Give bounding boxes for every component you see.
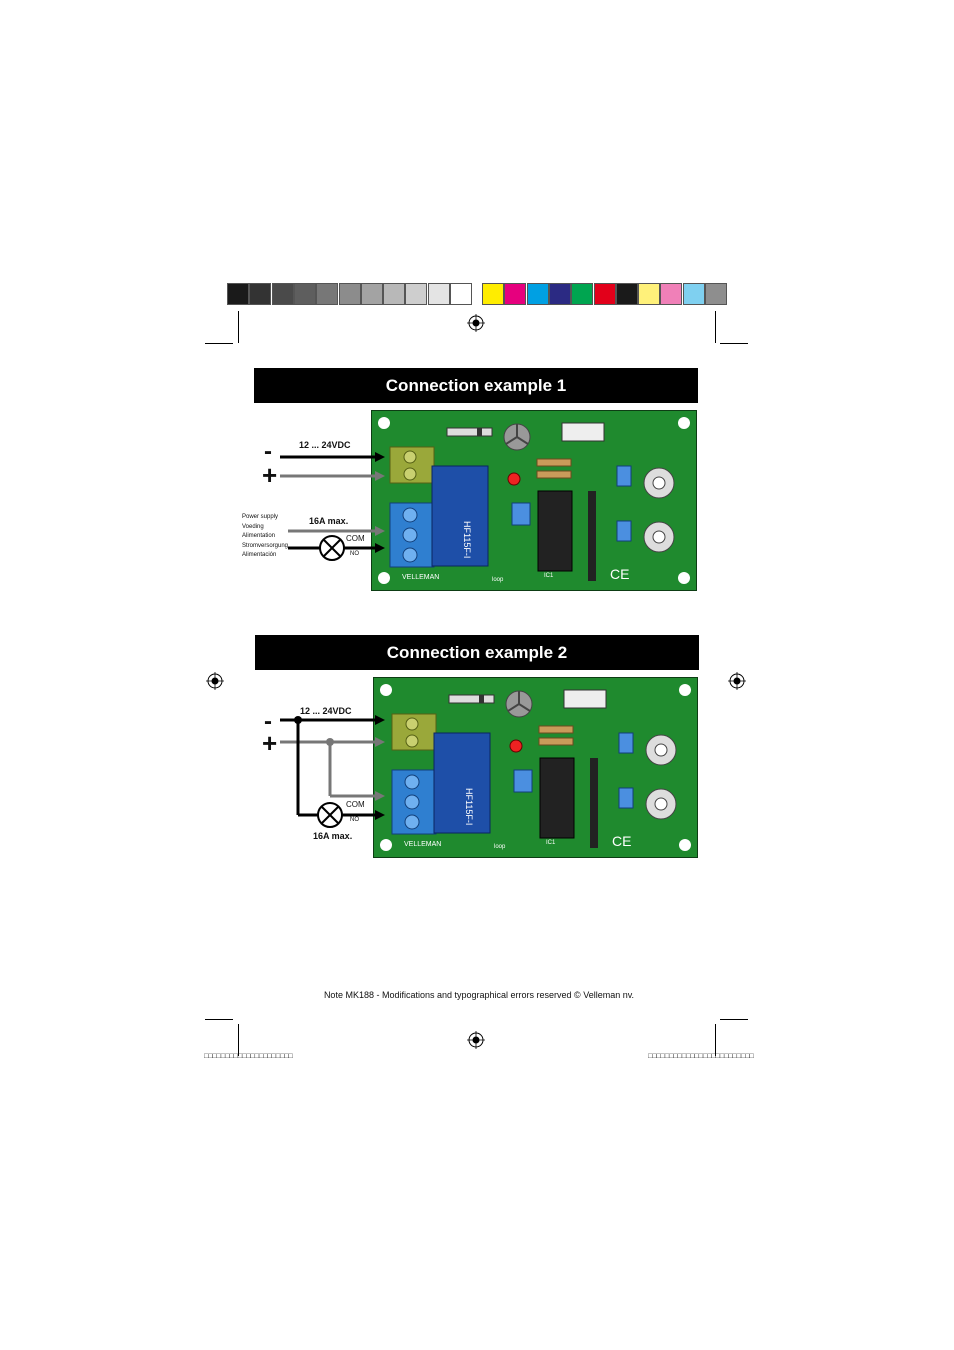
color-swatch <box>526 283 549 305</box>
crop-mark <box>720 343 748 344</box>
registration-mark-icon <box>467 1031 485 1049</box>
footer-code-right: □□□□□□□□□□□□□□□□□□□□□□□□□ <box>648 1053 754 1060</box>
grey-swatch <box>450 283 472 305</box>
color-swatch <box>593 283 616 305</box>
registration-mark-icon <box>728 672 746 690</box>
color-swatch <box>482 283 504 305</box>
com-label: COM <box>346 534 365 543</box>
grey-swatch <box>316 283 339 305</box>
footer-code-left: □□□□□□□□□□□□□□□□□□□□□ <box>204 1053 293 1060</box>
svg-text:VELLEMAN: VELLEMAN <box>402 574 439 581</box>
pcb-board-1: HF115F-I IC1 loop VELLEMAN CE <box>371 410 697 591</box>
power-supply-label: Power supply <box>242 514 279 520</box>
plus-sign: + <box>262 728 278 758</box>
power-supply-label: Alimentación <box>242 552 277 559</box>
crop-mark <box>715 1024 716 1056</box>
example1-title: Connection example 1 <box>254 368 698 403</box>
color-swatch <box>660 283 683 305</box>
wiring-diagram-2 <box>280 715 385 828</box>
power-supply-label: Voeding <box>242 523 264 530</box>
svg-text:IC1: IC1 <box>546 840 556 846</box>
grey-swatch <box>227 283 249 305</box>
crop-mark <box>238 311 239 343</box>
svg-text:VELLEMAN: VELLEMAN <box>404 841 441 848</box>
pcb-graphic: HF115F-I IC1 loop VELLEMAN CE <box>372 411 696 590</box>
grey-swatch <box>338 283 361 305</box>
grey-swatch <box>427 283 450 305</box>
grey-swatch <box>383 283 406 305</box>
crop-mark <box>720 1019 748 1020</box>
power-supply-label: Alimentation <box>242 533 276 540</box>
pcb-graphic: HF115F-I IC1 loop VELLEMAN CE <box>374 678 697 857</box>
minus-sign: - <box>264 438 272 465</box>
voltage-label: 12 ... 24VDC <box>299 440 351 450</box>
color-swatch <box>548 283 571 305</box>
pcb-board-2: HF115F-I IC1 loop VELLEMAN CE <box>373 677 698 858</box>
registration-mark-icon <box>467 314 485 332</box>
current-label: 16A max. <box>309 516 349 526</box>
color-swatch <box>638 283 661 305</box>
grey-swatch <box>293 283 316 305</box>
color-swatch <box>504 283 527 305</box>
registration-mark-icon <box>206 672 224 690</box>
svg-text:CE: CE <box>610 566 629 582</box>
wiring-diagram-1 <box>280 452 385 561</box>
svg-text:HF115F-I: HF115F-I <box>464 788 474 825</box>
svg-text:CE: CE <box>612 833 631 849</box>
grey-swatch <box>405 283 428 305</box>
power-supply-label: Stromversorgung <box>242 542 289 549</box>
voltage-label: 12 ... 24VDC <box>300 706 352 716</box>
svg-text:HF115F-I: HF115F-I <box>462 521 472 558</box>
example2-title: Connection example 2 <box>255 635 699 670</box>
com-label: COM <box>346 800 365 809</box>
no-label: NO <box>350 817 359 823</box>
current-label: 16A max. <box>313 831 353 841</box>
crop-mark <box>205 343 233 344</box>
minus-sign: - <box>264 708 272 735</box>
color-swatch <box>682 283 705 305</box>
svg-text:IC1: IC1 <box>544 573 554 579</box>
color-swatch <box>571 283 594 305</box>
grey-swatch <box>271 283 294 305</box>
crop-mark <box>715 311 716 343</box>
grey-swatch <box>360 283 383 305</box>
svg-text:loop: loop <box>494 844 506 850</box>
color-swatch <box>615 283 638 305</box>
no-label: NO <box>350 551 359 557</box>
crop-mark <box>238 1024 239 1056</box>
footer-note: Note MK188 - Modifications and typograph… <box>323 990 635 1000</box>
grey-swatch <box>249 283 272 305</box>
plus-sign: + <box>262 460 278 490</box>
power-supply-labels: Power supply Voeding Alimentation Stromv… <box>242 513 288 561</box>
color-swatch <box>705 283 727 305</box>
svg-text:loop: loop <box>492 577 504 583</box>
crop-mark <box>205 1019 233 1020</box>
